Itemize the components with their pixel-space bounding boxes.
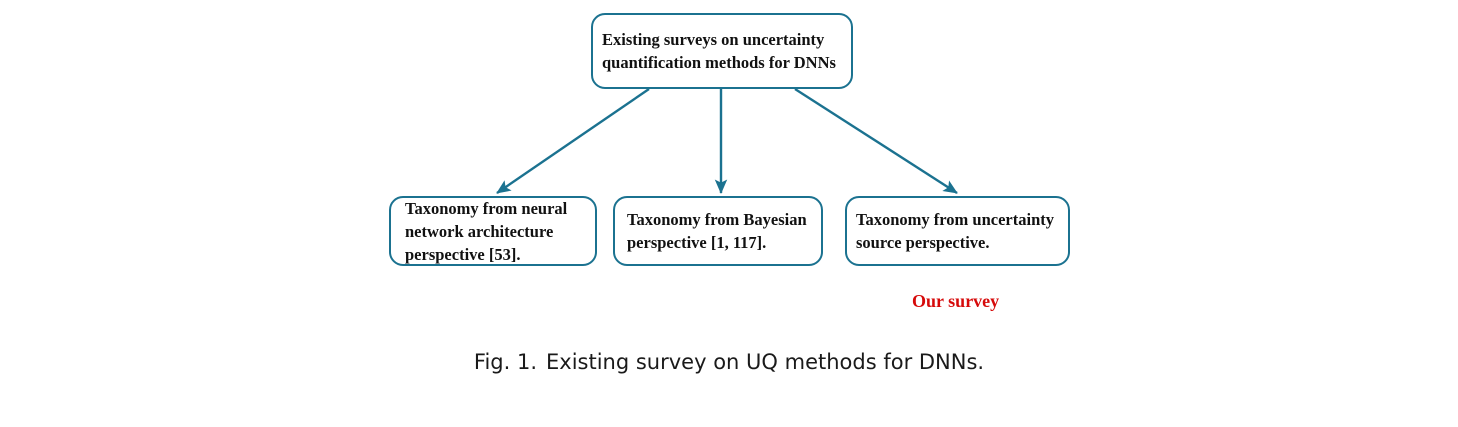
node-root-line-2: quantification methods for DNNs	[602, 53, 836, 72]
figure-caption-text: Existing survey on UQ methods for DNNs.	[546, 350, 985, 374]
node-taxonomy-neural-network-architecture: Taxonomy from neural network architectur…	[389, 196, 597, 266]
node-root-existing-surveys: Existing surveys on uncertainty quantifi…	[591, 13, 853, 89]
node-child-1-line-1: Taxonomy from Bayesian	[627, 210, 807, 229]
figure-caption-label: Fig. 1.	[473, 350, 538, 374]
our-survey-annotation: Our survey	[912, 291, 1000, 311]
node-child-0-line-1: Taxonomy from neural	[405, 198, 568, 218]
node-child-1-line-2: perspective [1, 117].	[627, 233, 767, 252]
connector-root-to-child-2	[794, 87, 958, 195]
node-taxonomy-uncertainty-source-perspective: Taxonomy from uncertainty source perspec…	[845, 196, 1070, 266]
node-taxonomy-bayesian-perspective: Taxonomy from Bayesian perspective [1, 1…	[613, 196, 823, 266]
node-child-0-line-2: network architecture	[405, 221, 554, 241]
node-root-line-1: Existing surveys on uncertainty	[602, 30, 825, 49]
node-child-2-line-1: Taxonomy from uncertainty	[856, 210, 1054, 229]
node-child-0-line-3: perspective [53].	[405, 244, 521, 264]
node-child-2-line-2: source perspective.	[856, 233, 990, 252]
connector-root-to-child-0	[496, 88, 650, 194]
figure-caption: Fig. 1. Existing survey on UQ methods for…	[0, 350, 1458, 374]
